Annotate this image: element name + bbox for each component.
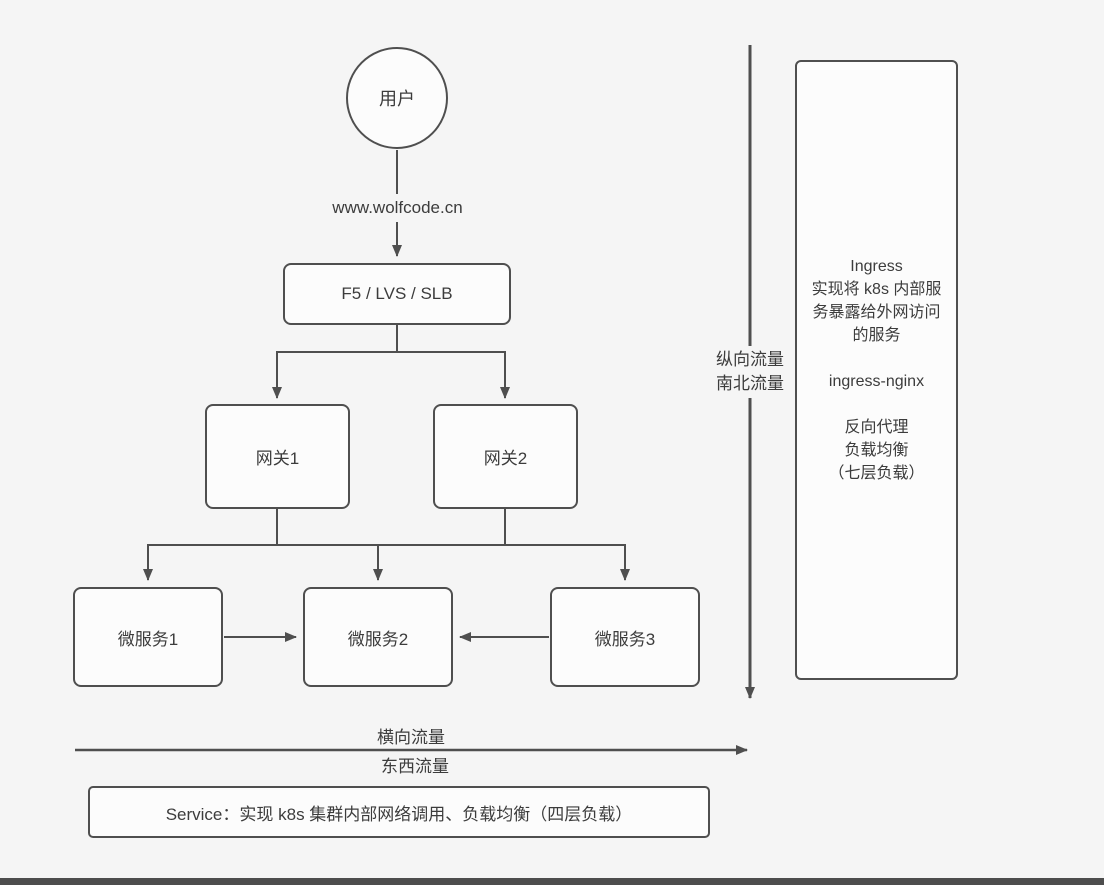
vertical-traffic-line1: 纵向流量 (716, 350, 784, 369)
horizontal-traffic-label-top: 横向流量 (377, 728, 445, 747)
ingress-feature-2: 负载均衡 (844, 442, 909, 459)
microservice3-node: 微服务3 (550, 587, 700, 687)
gateway1-node: 网关1 (205, 404, 350, 509)
lb-node-label: F5 / LVS / SLB (341, 284, 453, 303)
ingress-panel-text: Ingress 实现将 k8s 内部服务暴露给外网访问的服务 ingress-n… (797, 62, 956, 485)
ingress-description: 实现将 k8s 内部服务暴露给外网访问的服务 (811, 281, 942, 344)
ingress-panel: Ingress 实现将 k8s 内部服务暴露给外网访问的服务 ingress-n… (795, 60, 958, 680)
domain-label: www.wolfcode.cn (300, 194, 495, 222)
microservice3-label: 微服务3 (594, 629, 656, 649)
vertical-traffic-label: 纵向流量 南北流量 (703, 346, 797, 398)
gateway2-node: 网关2 (433, 404, 578, 509)
vertical-traffic-line2: 南北流量 (716, 374, 784, 393)
gateway1-label: 网关1 (255, 449, 300, 468)
user-node-label: 用户 (379, 89, 415, 109)
horizontal-traffic-label-bottom: 东西流量 (381, 757, 449, 776)
bottom-edge-bar (0, 878, 1104, 885)
ingress-tool: ingress-nginx (828, 373, 925, 390)
microservice1-label: 微服务1 (117, 629, 179, 649)
ingress-feature-3: （七层负载） (828, 465, 925, 482)
gateway2-label: 网关2 (483, 449, 528, 468)
microservice2-label: 微服务2 (347, 629, 409, 649)
ingress-title: Ingress (850, 258, 903, 275)
user-node: 用户 (346, 47, 448, 149)
ingress-feature-1: 反向代理 (844, 419, 909, 436)
service-note-box: Service：实现 k8s 集群内部网络调用、负载均衡（四层负载） (88, 786, 710, 838)
service-note-text: Service：实现 k8s 集群内部网络调用、负载均衡（四层负载） (165, 804, 633, 824)
lb-node: F5 / LVS / SLB (283, 263, 511, 325)
microservice2-node: 微服务2 (303, 587, 453, 687)
microservice1-node: 微服务1 (73, 587, 223, 687)
